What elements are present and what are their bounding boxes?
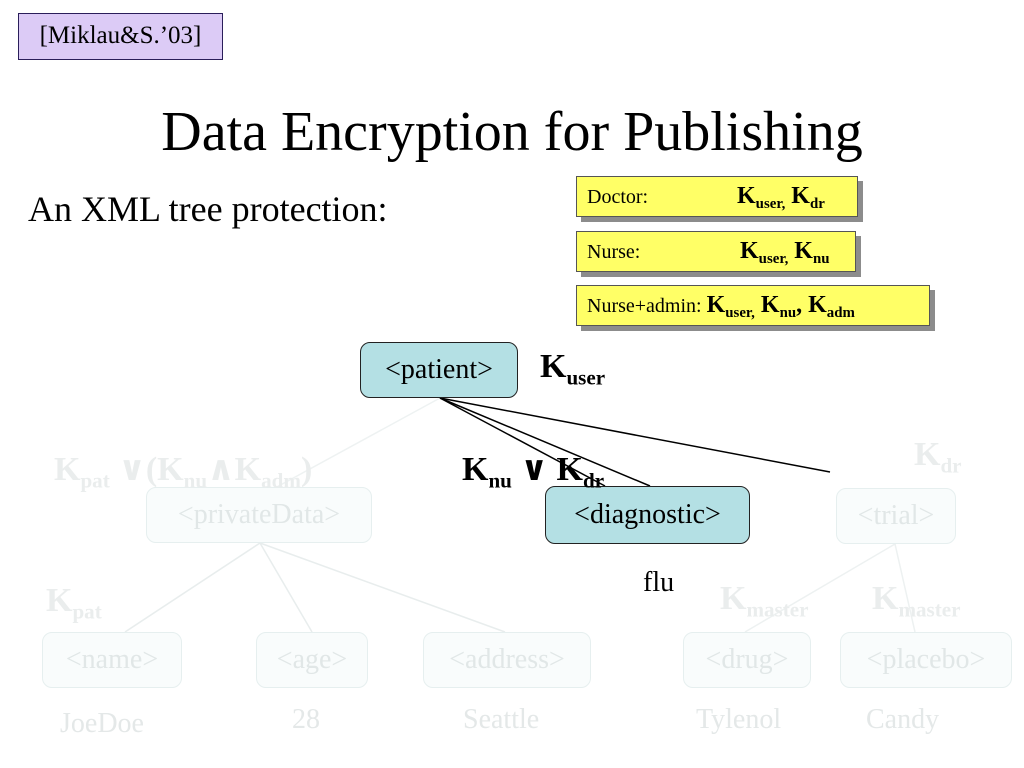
edge-patient-diagnostic-2 <box>439 397 651 487</box>
slide-title: Data Encryption for Publishing <box>161 101 863 163</box>
node-patient: <patient> <box>360 342 518 398</box>
edge-privatedata-age <box>259 542 313 633</box>
edge-patient-diagnostic <box>439 397 606 487</box>
node-placebo: <placebo> <box>840 632 1012 688</box>
edge-trial-placebo <box>894 543 916 633</box>
edge-privatedata-address <box>259 542 506 633</box>
key-label-drug: Kmaster <box>720 580 809 622</box>
key-box-role: Nurse: <box>587 241 641 263</box>
key-label-name: Kpat <box>46 582 102 624</box>
key-label-diagnostic: Knu ∨ Kdr <box>462 451 605 493</box>
key-label-patient: Kuser <box>540 348 606 390</box>
node-name: <name> <box>42 632 182 688</box>
edge-privatedata-name <box>124 542 261 633</box>
key-box-role: Doctor: <box>587 186 649 208</box>
key-box-nurse: Nurse: Kuser, Knu <box>576 231 856 272</box>
value-diagnostic: flu <box>643 567 675 598</box>
value-placebo: Candy <box>866 704 940 735</box>
node-privatedata: <privateData> <box>146 487 372 543</box>
key-label-privatedata: Kpat ∨(Knu∧Kadm) <box>54 451 313 493</box>
key-box-keys: Kuser, Knu, Kadm <box>706 292 855 322</box>
edge-trial-drug <box>744 543 896 633</box>
node-age: <age> <box>256 632 368 688</box>
key-box-role: Nurse+admin: <box>587 295 702 317</box>
key-box-keys: Kuser, Kdr <box>737 183 825 213</box>
edge-patient-trial <box>439 397 831 473</box>
node-drug: <drug> <box>683 632 811 688</box>
citation-box: [Miklau&S.’03] <box>18 13 223 60</box>
node-trial: <trial> <box>836 488 956 544</box>
value-drug: Tylenol <box>696 704 782 735</box>
edge-patient-privatedata <box>274 397 441 489</box>
key-label-placebo: Kmaster <box>872 580 961 622</box>
value-address: Seattle <box>463 704 540 735</box>
key-box-doctor: Doctor: Kuser, Kdr <box>576 176 858 217</box>
value-age: 28 <box>292 704 320 735</box>
slide-subtitle: An XML tree protection: <box>28 189 388 229</box>
value-name: JoeDoe <box>60 708 144 739</box>
key-box-nurse-admin: Nurse+admin: Kuser, Knu, Kadm <box>576 285 930 326</box>
node-diagnostic: <diagnostic> <box>545 486 750 544</box>
key-label-trial: Kdr <box>914 436 962 478</box>
key-box-keys: Kuser, Knu <box>740 238 830 268</box>
node-address: <address> <box>423 632 591 688</box>
